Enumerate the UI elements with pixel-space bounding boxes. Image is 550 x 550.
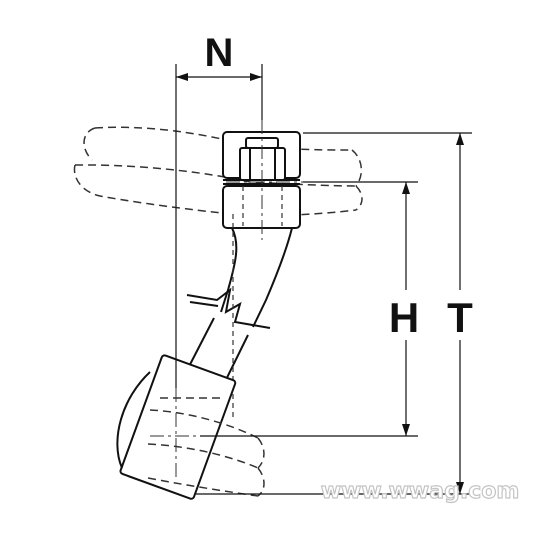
phantom-handlebar-upper bbox=[73, 126, 363, 217]
lower-clamp bbox=[116, 354, 237, 500]
dimension-label-h: H bbox=[389, 294, 419, 341]
watermark: www.wwag.com bbox=[320, 478, 520, 504]
clamp-hidden-lines bbox=[242, 186, 283, 226]
center-lines bbox=[150, 120, 310, 478]
extension-lines bbox=[175, 64, 472, 495]
break-symbol bbox=[186, 287, 271, 329]
stem-tube-upper bbox=[220, 227, 293, 328]
dimension-t: T bbox=[438, 133, 482, 494]
phantom-handlebar-lower bbox=[147, 397, 265, 497]
dimension-n: N bbox=[176, 31, 262, 81]
dimension-label-t: T bbox=[447, 294, 473, 341]
watermark-text: www.wwag.com bbox=[321, 479, 520, 504]
dimension-label-n: N bbox=[205, 31, 234, 75]
dimension-h: H bbox=[384, 182, 428, 436]
